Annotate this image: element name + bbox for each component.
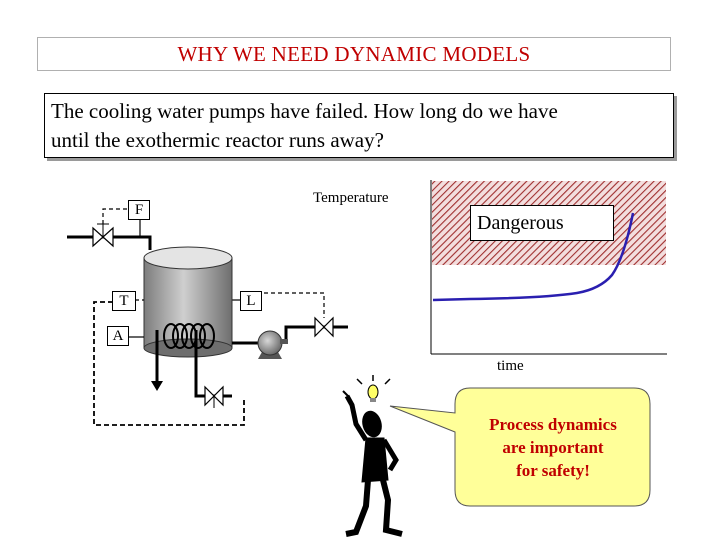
cooling-coil bbox=[163, 323, 215, 349]
question-line-1: The cooling water pumps have failed. How… bbox=[51, 99, 558, 123]
plot-x-label: time bbox=[497, 358, 524, 374]
title-banner: WHY WE NEED DYNAMIC MODELS bbox=[37, 37, 671, 71]
product-valve[interactable] bbox=[314, 316, 334, 338]
flow-signal-line bbox=[102, 208, 128, 224]
level-sensor-tag[interactable]: L bbox=[240, 291, 262, 311]
callout-line-2: are important bbox=[502, 438, 604, 457]
temperature-curve bbox=[432, 212, 635, 302]
flow-controller-tag[interactable]: F bbox=[128, 200, 150, 220]
callout-line-3: for safety! bbox=[516, 461, 590, 480]
speech-bubble bbox=[389, 387, 651, 507]
danger-zone-label: Dangerous bbox=[470, 205, 614, 241]
question-line-2: until the exothermic reactor runs away? bbox=[51, 128, 384, 152]
reactor-tank bbox=[143, 246, 233, 358]
page-title: WHY WE NEED DYNAMIC MODELS bbox=[177, 41, 531, 66]
analyzer-tag[interactable]: A bbox=[107, 326, 129, 346]
thinking-person-icon bbox=[342, 390, 403, 537]
lightbulb-icon bbox=[356, 375, 391, 402]
analyzer-to-valve-signal bbox=[93, 301, 245, 426]
callout-line-1: Process dynamics bbox=[489, 415, 617, 434]
level-signal-line bbox=[250, 292, 325, 318]
temperature-sensor-tag[interactable]: T bbox=[112, 291, 136, 311]
question-box: The cooling water pumps have failed. How… bbox=[44, 93, 674, 158]
feed-valve[interactable] bbox=[92, 223, 114, 248]
product-pump bbox=[257, 330, 288, 359]
cooling-water-valve[interactable] bbox=[204, 385, 224, 408]
plot-y-label: Temperature bbox=[313, 190, 389, 206]
callout-text: Process dynamics are important for safet… bbox=[458, 413, 648, 482]
